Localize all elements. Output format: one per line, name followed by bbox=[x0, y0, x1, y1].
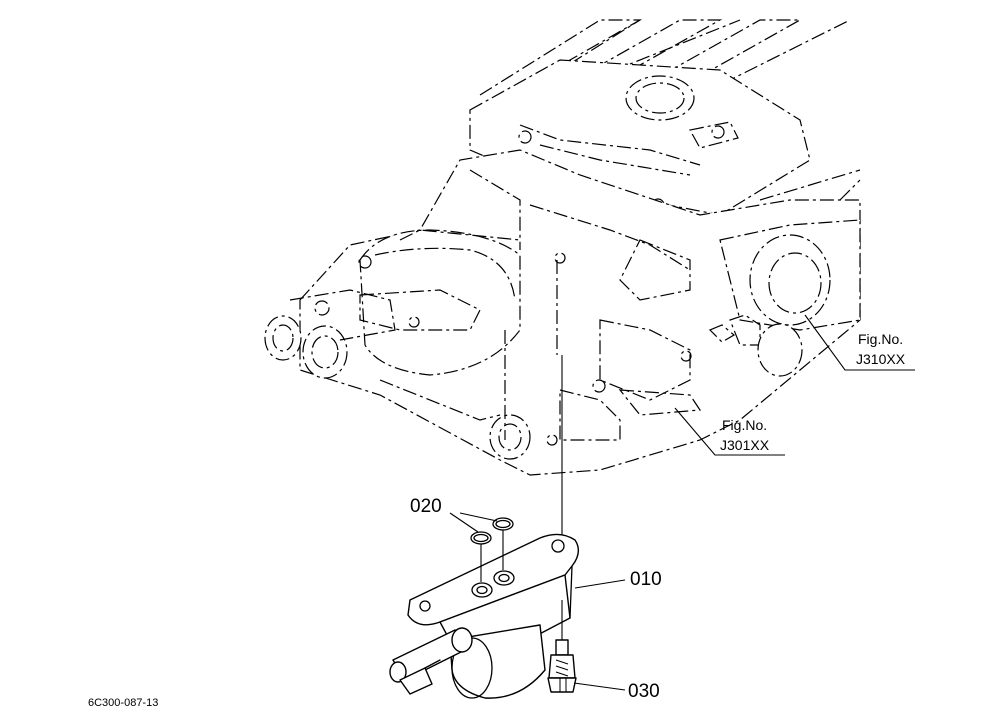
leader-lines bbox=[449, 314, 915, 691]
part-020-o-rings bbox=[470, 517, 514, 582]
drawing-code: 6C300-087-13 bbox=[88, 697, 158, 709]
fig-number-j301: J301XX bbox=[720, 437, 770, 453]
part-010-valve-body bbox=[389, 533, 580, 699]
transmission-housing bbox=[264, 19, 861, 476]
part-030-fitting bbox=[547, 600, 577, 693]
part-number-030: 030 bbox=[628, 681, 660, 702]
part-number-020: 020 bbox=[410, 496, 442, 517]
part-number-010: 010 bbox=[630, 569, 662, 590]
fig-label-j301: Fig.No. bbox=[722, 417, 767, 433]
fig-label-j310: Fig.No. bbox=[858, 331, 903, 347]
fig-number-j310: J310XX bbox=[856, 351, 906, 367]
